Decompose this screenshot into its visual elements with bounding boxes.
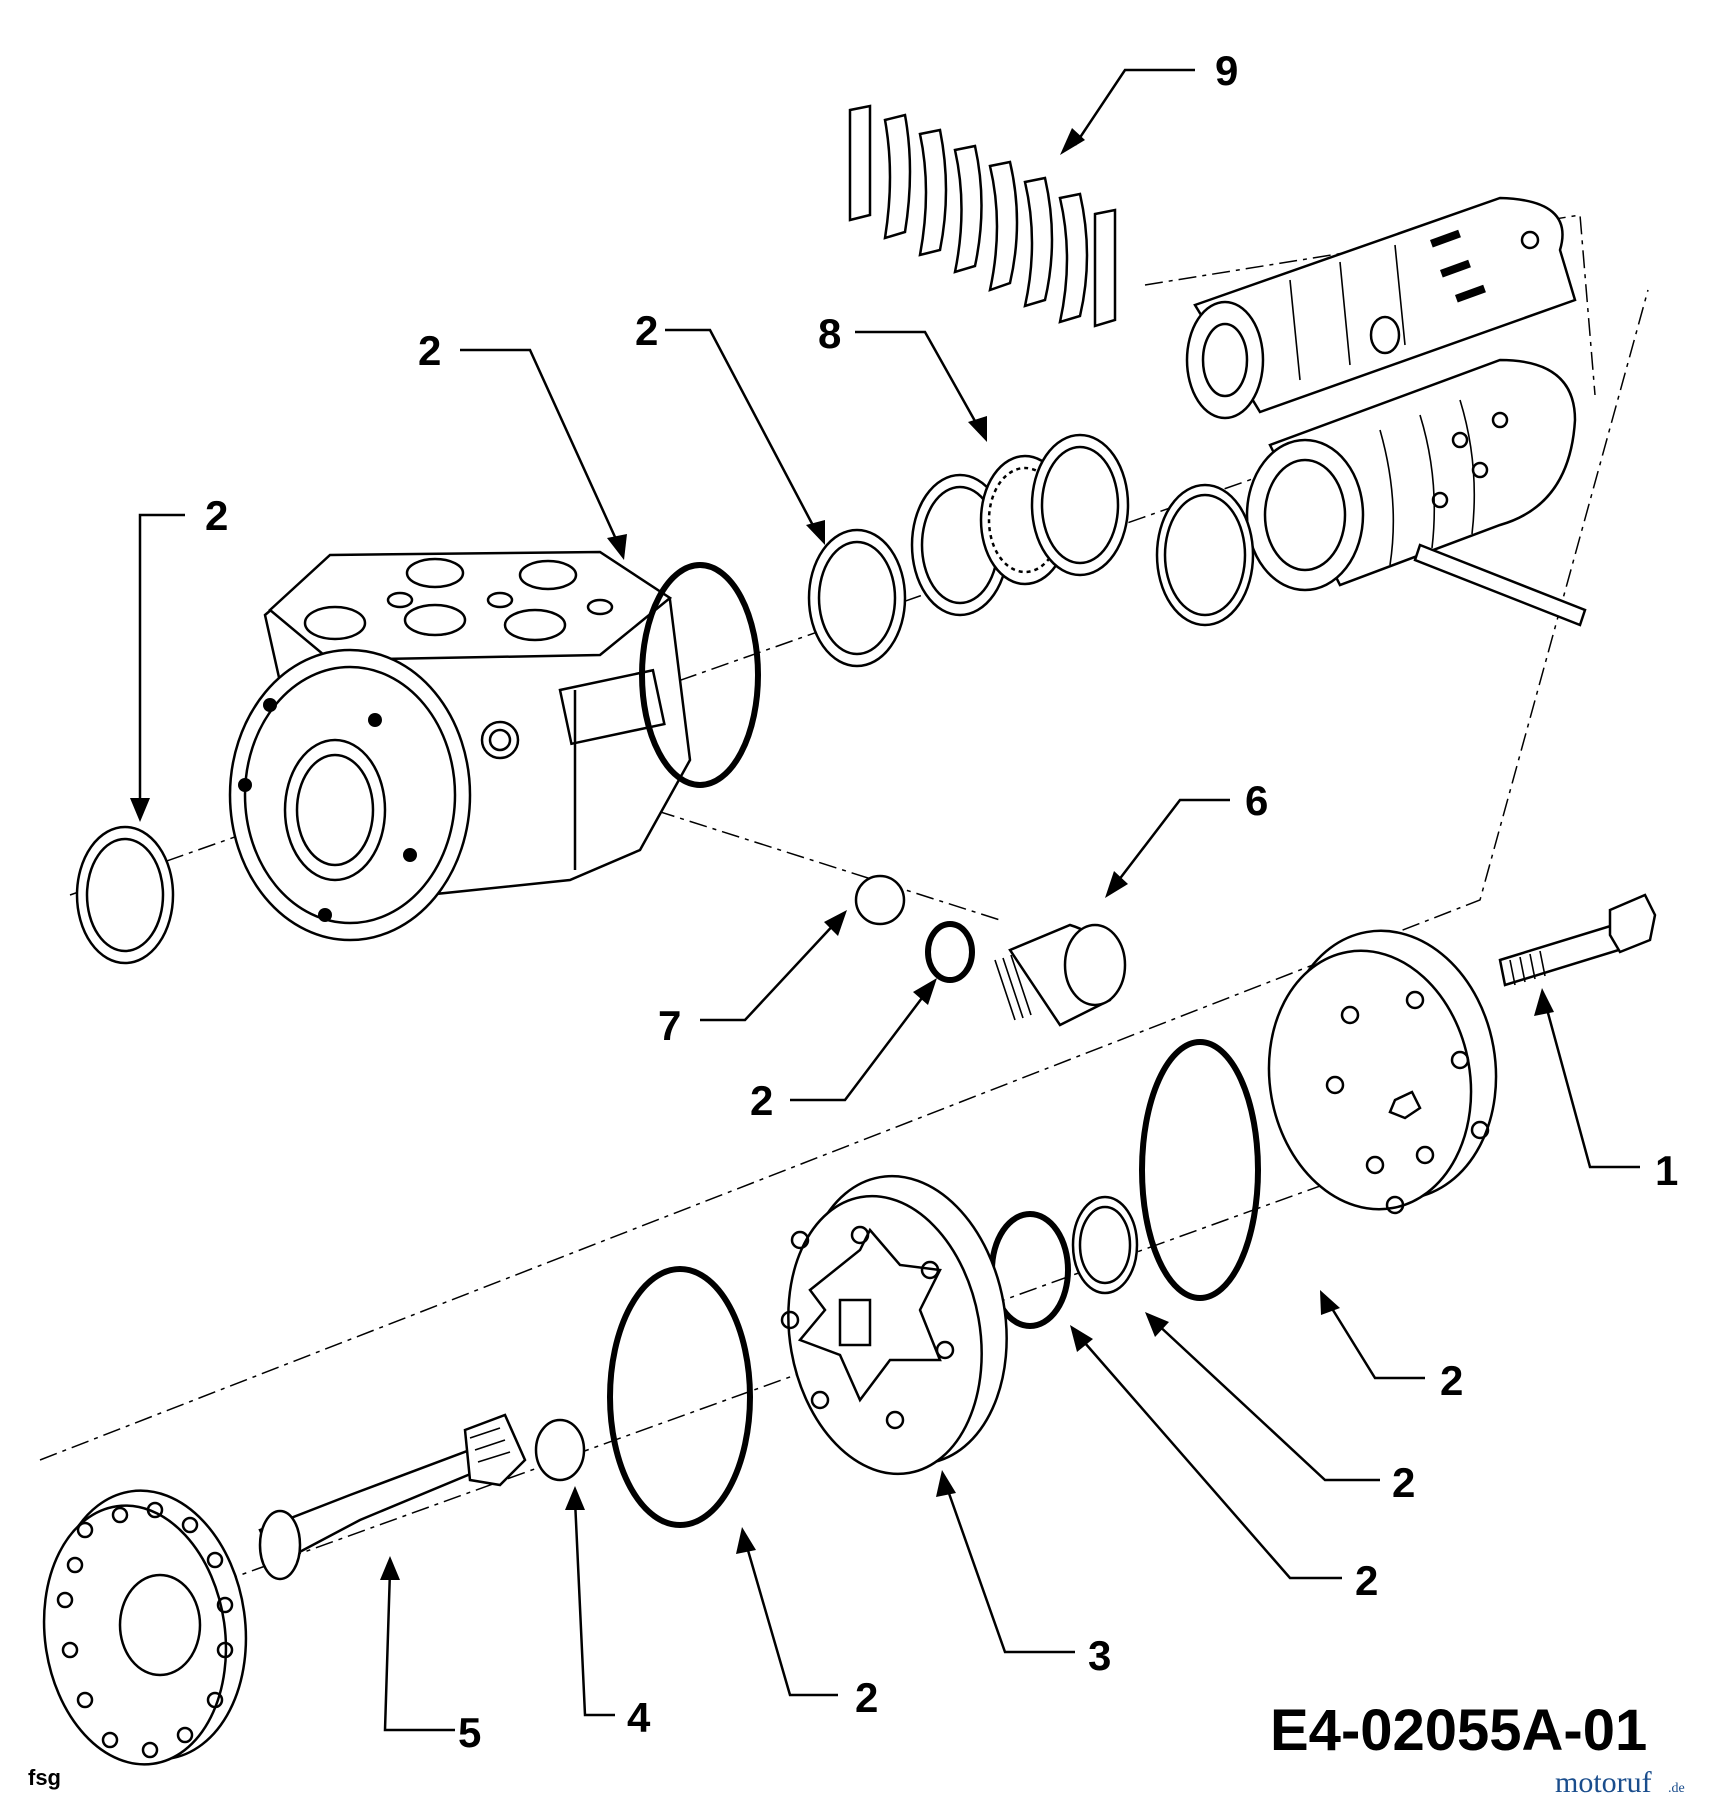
o-rings: [75, 433, 1261, 1528]
callout-2-seal-ring: 2: [1392, 1459, 1415, 1506]
drive-shaft: [258, 1413, 527, 1581]
leader-lines: [130, 68, 1640, 1732]
callout-6: 6: [1245, 777, 1268, 824]
gerotor-set: [780, 1174, 1008, 1476]
spool-springs: [848, 104, 1117, 328]
check-valve-parts: [854, 874, 1127, 1027]
end-cap: [1267, 929, 1498, 1215]
callout-7: 7: [658, 1002, 681, 1049]
valve-sleeve: [1245, 358, 1587, 627]
callout-2-housing-oring: 2: [418, 327, 441, 374]
spacer: [534, 1418, 586, 1482]
callout-8: 8: [818, 310, 841, 357]
author-mark: fsg: [28, 1765, 61, 1790]
callout-2-small-oring: 2: [1355, 1557, 1378, 1604]
steering-valve-housing: [228, 550, 692, 942]
callout-4: 4: [627, 1694, 651, 1741]
callout-2-seal: 2: [635, 307, 658, 354]
callout-2-cap-oring: 2: [1440, 1357, 1463, 1404]
callout-1: 1: [1655, 1147, 1678, 1194]
watermark-brand: motoruf: [1555, 1766, 1652, 1799]
watermark-logo: motoruf .de: [1555, 1766, 1685, 1799]
watermark-suffix: .de: [1668, 1781, 1685, 1796]
callout-2-left-ring: 2: [205, 492, 228, 539]
drawing-number: E4-02055A-01: [1270, 1698, 1647, 1763]
cap-screw: [1498, 893, 1657, 987]
inner-spool: [1185, 196, 1577, 420]
callout-9: 9: [1215, 47, 1238, 94]
end-plate: [42, 1489, 248, 1766]
callout-5: 5: [458, 1709, 481, 1756]
callout-2-gerotor-oring: 2: [855, 1674, 878, 1721]
callout-3: 3: [1088, 1632, 1111, 1679]
callout-2-plug-oring: 2: [750, 1077, 773, 1124]
callout-labels: 9 2 8 2 2 6 7 2 1 2 2 2 3 2 4 5: [205, 47, 1678, 1756]
